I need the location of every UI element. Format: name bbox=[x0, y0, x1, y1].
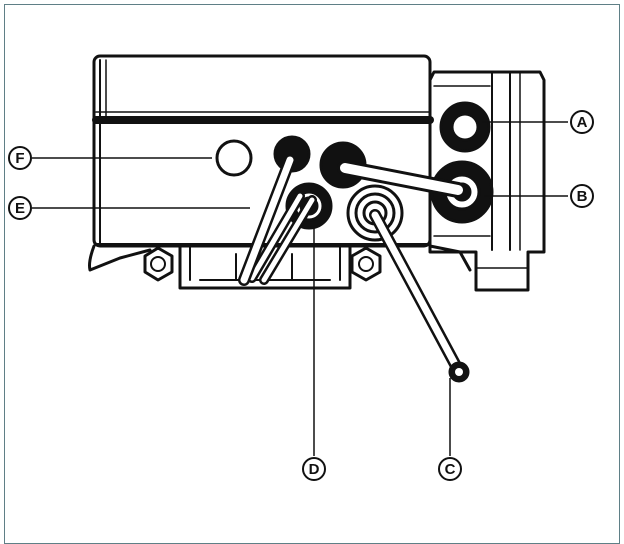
callout-d: D bbox=[302, 457, 326, 481]
callout-e: E bbox=[8, 196, 32, 220]
connector-a bbox=[439, 101, 491, 153]
leader-lines bbox=[32, 121, 568, 456]
nut-right bbox=[350, 246, 382, 282]
nut-left bbox=[143, 246, 174, 282]
callout-label-c: C bbox=[445, 461, 456, 478]
callout-b: B bbox=[570, 184, 594, 208]
device-diagram: A B C D E F bbox=[8, 54, 594, 481]
callout-f: F bbox=[8, 146, 32, 170]
callout-label-d: D bbox=[309, 461, 320, 478]
mounting-clip bbox=[88, 244, 472, 290]
callout-a: A bbox=[570, 110, 594, 134]
cable-b bbox=[337, 160, 466, 198]
callout-c: C bbox=[438, 457, 462, 481]
cable-c bbox=[369, 209, 470, 383]
cable-e bbox=[238, 154, 296, 286]
callout-label-b: B bbox=[577, 188, 588, 205]
plug-f bbox=[215, 139, 253, 177]
callout-label-f: F bbox=[15, 150, 24, 167]
callout-label-e: E bbox=[15, 200, 25, 217]
cable-d bbox=[247, 191, 317, 285]
callout-label-a: A bbox=[577, 114, 588, 131]
